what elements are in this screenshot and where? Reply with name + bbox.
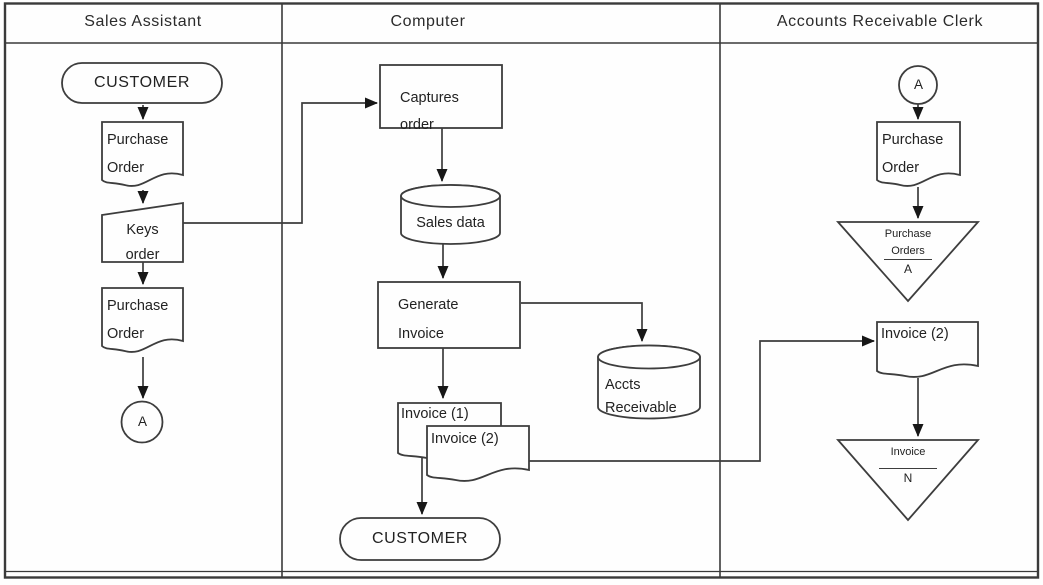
invoice-1-label: Invoice (1) [401,406,469,422]
captures-order-process [379,64,503,129]
swimlane-outer-border [3,2,1040,579]
purchase-order-2-label: Purchase Order [107,298,169,342]
file-po-line2: Orders [884,244,932,260]
lane-header-accounts-receivable-clerk: Accounts Receivable Clerk [776,13,984,30]
file-purchase-orders-label: Purchase Orders A [838,227,978,276]
customer-terminator-sales [61,62,223,104]
accts-receivable-database-top [597,344,701,370]
lane-header-sales-assistant: Sales Assistant [84,13,202,30]
file-inv-line1: Invoice [890,446,926,458]
keys-order-label: Keys order [125,222,160,263]
keys-order-manual-input [101,201,184,263]
lane-header-computer: Computer [390,13,466,30]
flow-generate-to-accts-receivable [521,302,648,342]
invoice-2-document-clerk [876,321,979,378]
connector-a-label-sales: A [137,414,147,429]
purchase-order-document-2 [101,287,184,353]
generate-invoice-label: Generate Invoice [398,297,459,342]
invoice-2-label: Invoice (2) [431,431,499,447]
file-triangle-purchase-orders [836,221,980,303]
file-po-letter-a: A [903,262,912,276]
customer-terminator-computer [339,517,501,561]
purchase-order-1-label: Purchase Order [107,132,169,176]
offpage-connector-a-sales [120,400,164,444]
connector-a-label-clerk: A [913,77,923,92]
purchase-order-document-clerk [876,121,961,187]
sales-data-label: Sales data [416,215,485,231]
file-invoice-label: Invoice N [838,445,978,485]
file-triangle-invoice [836,439,980,522]
accts-receivable-label: Accts Receivable [605,377,677,416]
captures-order-label: Captures order [400,90,459,133]
invoice-2-clerk-label: Invoice (2) [881,326,949,342]
purchase-order-clerk-label: Purchase Order [882,132,944,176]
file-inv-letter-n: N [879,468,937,485]
customer-label-sales: CUSTOMER [93,74,191,91]
purchase-order-document-1 [101,121,184,187]
customer-label-computer: CUSTOMER [371,530,469,547]
invoice-2-document [426,425,530,482]
generate-invoice-process [377,281,521,349]
sales-data-database-top [400,184,501,208]
flow-keys-order-to-captures-order [183,97,378,224]
file-po-line1: Purchase [884,228,932,240]
flow-invoice2-to-clerk [529,335,875,462]
